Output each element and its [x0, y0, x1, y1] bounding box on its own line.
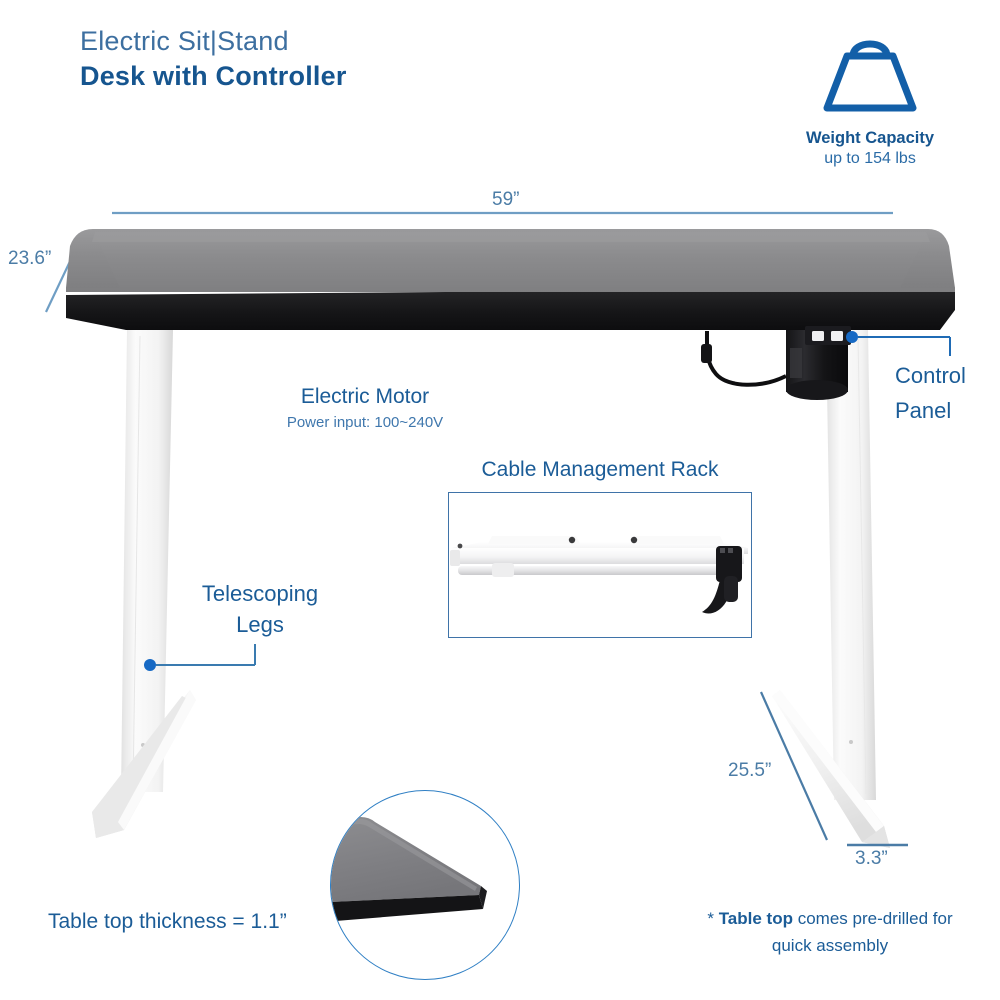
title-line-1: Electric Sit|Stand	[80, 26, 289, 56]
foot-width-dimension-label: 3.3”	[855, 848, 888, 869]
telescoping-legs-leader	[144, 644, 256, 671]
power-cable	[701, 330, 787, 387]
desk-top	[66, 229, 955, 330]
weight-capacity-label: Weight Capacity	[805, 129, 935, 147]
assembly-note-rest: comes pre-drilled for	[792, 909, 953, 928]
assembly-note-line2: quick assembly	[771, 936, 889, 955]
electric-motor-callout: Electric Motor Power input: 100~240V	[245, 384, 485, 434]
table-top-corner-image	[331, 817, 487, 922]
control-panel-leader	[846, 331, 951, 356]
table-top-thickness-note: Table top thickness = 1.1”	[48, 910, 287, 933]
right-foot	[772, 690, 890, 848]
left-foot	[92, 690, 196, 838]
assembly-note-prefix: *	[707, 909, 719, 928]
telescoping-legs-label-line2: Legs	[236, 612, 284, 637]
page-title: Electric Sit|Stand Desk with Controller	[80, 24, 540, 94]
weight-icon	[823, 40, 917, 112]
telescoping-legs-label-line1: Telescoping	[201, 581, 319, 606]
cable-management-rack-image	[450, 536, 748, 614]
foot-length-dimension-label: 25.5”	[728, 760, 772, 781]
assembly-note-bold: Table top	[718, 909, 793, 928]
foot-length-dimension-line	[759, 691, 829, 841]
control-panel-label-line2: Panel	[895, 398, 952, 423]
title-line-2: Desk with Controller	[80, 61, 347, 91]
telescoping-legs-callout: Telescoping Legs	[180, 578, 340, 640]
depth-dimension-label: 23.6”	[8, 248, 52, 269]
weight-capacity-value: up to 154 lbs	[824, 150, 916, 167]
table-top-corner-inset	[330, 790, 520, 980]
electric-motor-power-input: Power input: 100~240V	[286, 414, 444, 431]
weight-capacity-badge: Weight Capacity up to 154 lbs	[760, 34, 980, 170]
assembly-note: * Table top comes pre-drilled for quick …	[670, 905, 990, 959]
control-panel-callout: Control Panel	[895, 360, 995, 427]
left-leg	[121, 330, 173, 792]
rack-hook	[702, 546, 742, 614]
width-dimension-label: 59”	[492, 189, 520, 210]
control-panel[interactable]	[805, 326, 851, 345]
electric-motor-title: Electric Motor	[300, 385, 430, 408]
control-panel-label-line1: Control	[895, 363, 966, 388]
right-leg	[826, 330, 876, 800]
cable-management-rack-title: Cable Management Rack	[481, 458, 719, 481]
